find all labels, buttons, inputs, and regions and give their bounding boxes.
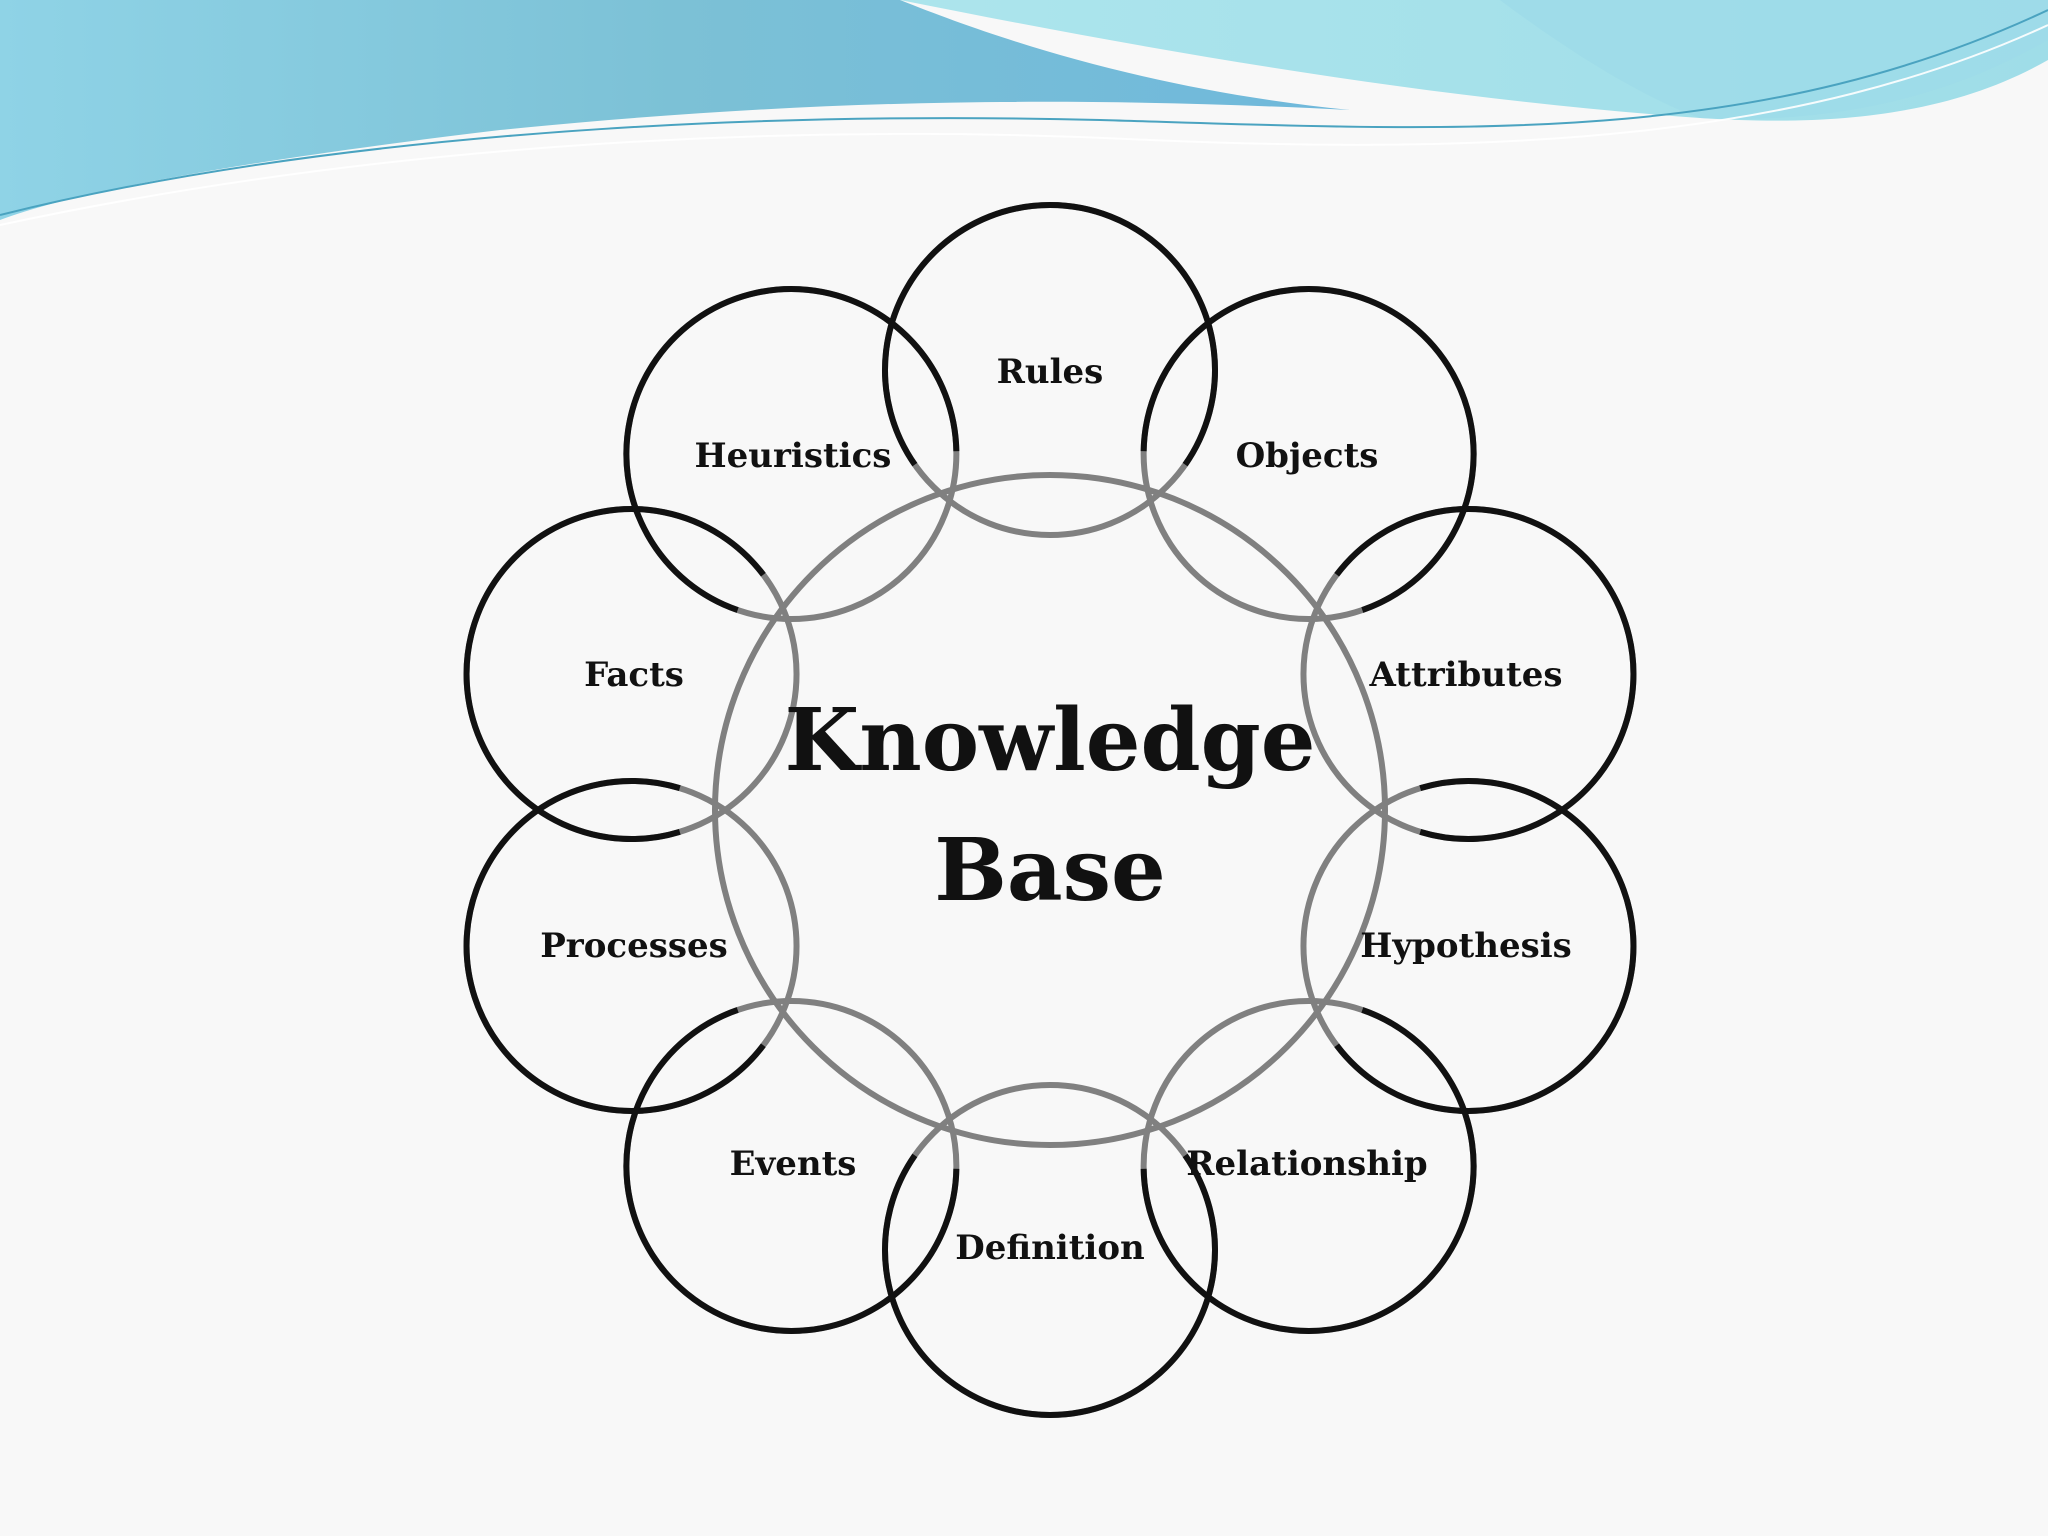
node-circle-objects — [1140, 286, 1477, 613]
center-title-line-2: Base — [934, 820, 1166, 921]
node-circle-rules — [882, 202, 1218, 467]
node-label-relationship: Relationship — [1186, 1144, 1427, 1184]
node-circle-events — [623, 1007, 960, 1334]
node-circle-hypothesis — [1334, 778, 1637, 1114]
node-label-definition: Definition — [955, 1228, 1145, 1268]
center-circle — [712, 472, 1388, 1148]
node-circles — [463, 202, 1637, 1418]
node-label-attributes: Attributes — [1369, 655, 1563, 695]
node-circle-facts — [463, 506, 766, 842]
node-circle-processes — [463, 778, 766, 1114]
node-circle-definition — [882, 1153, 1218, 1418]
node-label-facts: Facts — [584, 655, 684, 695]
node-label-objects: Objects — [1236, 436, 1379, 476]
node-label-processes: Processes — [540, 926, 728, 966]
node-circle-heuristics — [623, 286, 960, 613]
node-label-hypothesis: Hypothesis — [1360, 926, 1572, 966]
node-label-rules: Rules — [997, 352, 1104, 392]
header-wave-decoration — [0, 0, 2048, 226]
node-label-events: Events — [730, 1144, 857, 1184]
node-circle-relationship — [1140, 1007, 1477, 1334]
node-label-heuristics: Heuristics — [695, 436, 892, 476]
center-title-line-1: Knowledge — [784, 690, 1315, 791]
node-circle-attributes — [1334, 506, 1637, 842]
